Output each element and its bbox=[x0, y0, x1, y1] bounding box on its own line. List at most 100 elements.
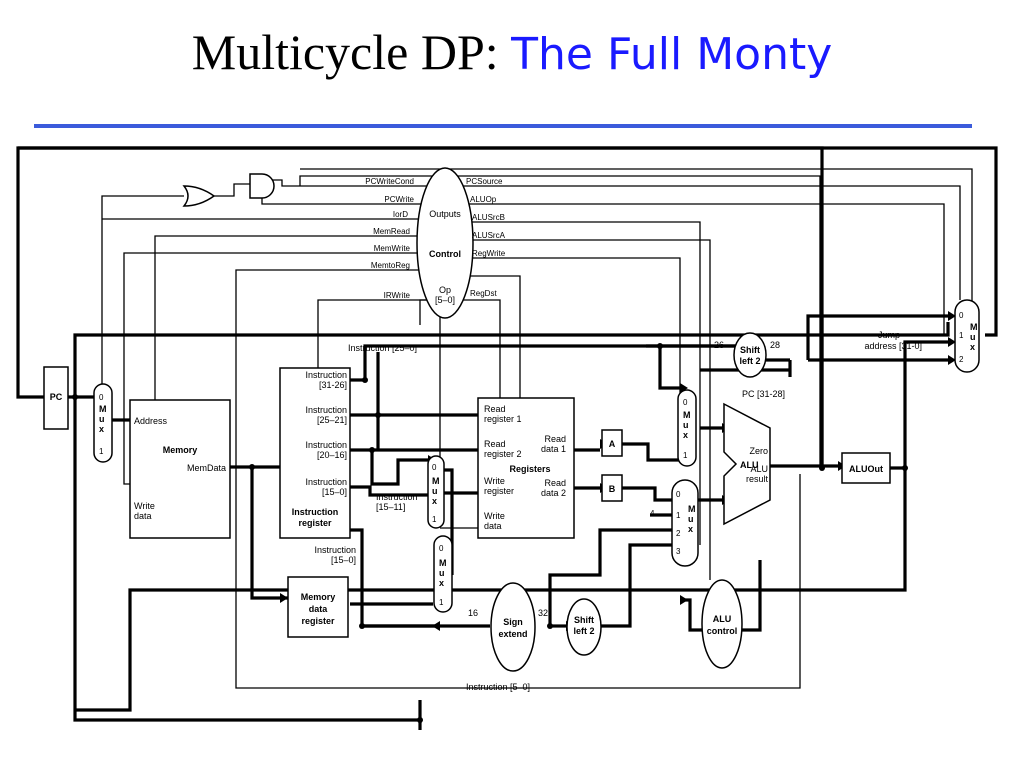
mux-pcsource bbox=[954, 299, 980, 373]
memory-unit bbox=[129, 399, 231, 539]
alu bbox=[723, 402, 771, 526]
label-jump-l2: address [31-0] bbox=[864, 341, 922, 351]
alu-label: ALU bbox=[740, 460, 759, 470]
control-op-bits: [5–0] bbox=[435, 295, 455, 305]
memory-write-label: Write bbox=[134, 501, 155, 511]
register-b-label: B bbox=[609, 484, 616, 494]
mux-memtoreg bbox=[433, 535, 453, 613]
ir-field-15-0-l2: [15–0] bbox=[322, 487, 347, 497]
mux-pcsource-in1: 1 bbox=[959, 331, 964, 340]
mux-pcsource-u: u bbox=[970, 332, 976, 342]
alu-control-l2: control bbox=[707, 626, 738, 636]
mux-alusrcb bbox=[671, 479, 699, 567]
mux-alusrcb-in3: 3 bbox=[676, 547, 681, 556]
signal-pcwrite: PCWrite bbox=[384, 195, 414, 204]
mux-regdst-x: x bbox=[432, 496, 437, 506]
aluout-register bbox=[841, 452, 891, 484]
mux-alusrcb-in1: 1 bbox=[676, 511, 681, 520]
mux-alusrcb-x: x bbox=[688, 524, 693, 534]
control-outputs-label: Outputs bbox=[429, 209, 461, 219]
mux-memtoreg-u: u bbox=[439, 568, 445, 578]
register-a bbox=[601, 429, 623, 457]
control-unit bbox=[416, 167, 474, 319]
reg-rd2-l1: Read bbox=[544, 478, 566, 488]
sign-extend-l1: Sign bbox=[503, 617, 523, 627]
memory-address-label: Address bbox=[134, 416, 168, 426]
registers-title: Registers bbox=[509, 464, 550, 474]
signal-pcsource: PCSource bbox=[466, 177, 503, 186]
mux-alusrca-x: x bbox=[683, 430, 688, 440]
label-bits-28: 28 bbox=[770, 340, 780, 350]
shift-imm-l1: Shift bbox=[574, 615, 594, 625]
mux-memtoreg-x: x bbox=[439, 578, 444, 588]
mux-regdst-in1: 1 bbox=[432, 515, 437, 524]
shift-imm-l2: left 2 bbox=[573, 626, 594, 636]
title-divider bbox=[34, 124, 972, 128]
junction-dots bbox=[72, 343, 908, 723]
signal-iord: IorD bbox=[393, 210, 408, 219]
reg-rd2-l2: data 2 bbox=[541, 488, 566, 498]
alu-result-l2: result bbox=[746, 474, 769, 484]
label-pc-31-28: PC [31-28] bbox=[742, 389, 785, 399]
mux-alusrca-in0: 0 bbox=[683, 398, 688, 407]
title-main: Multicycle DP: bbox=[191, 24, 499, 80]
signal-memtoreg: MemtoReg bbox=[371, 261, 410, 270]
label-instr-15-11-l1: Instruction bbox=[376, 492, 418, 502]
signal-regwrite: RegWrite bbox=[472, 249, 506, 258]
label-instr-15-11-l2: [15–11] bbox=[376, 502, 405, 512]
mux-pcsource-in2: 2 bbox=[959, 355, 964, 364]
mux-alusrca-in1: 1 bbox=[683, 451, 688, 460]
ir-field-31-26-l1: Instruction bbox=[305, 370, 347, 380]
signal-alusrcb: ALUSrcB bbox=[472, 213, 505, 222]
ir-title-2: register bbox=[298, 518, 332, 528]
reg-wr-l1: Write bbox=[484, 476, 505, 486]
label-bits-4: 4 bbox=[650, 509, 655, 518]
ir-title-1: Instruction bbox=[292, 507, 339, 517]
mux-alusrcb-in0: 0 bbox=[676, 490, 681, 499]
mux-regdst-in0: 0 bbox=[432, 463, 437, 472]
alu-result-l1: ALU bbox=[750, 464, 768, 474]
title-accent: The Full Monty bbox=[511, 29, 833, 80]
reg-rr2-l1: Read bbox=[484, 439, 506, 449]
and-gate bbox=[249, 173, 275, 199]
memory-data-label: data bbox=[134, 511, 152, 521]
or-gate bbox=[182, 185, 216, 207]
label-bits-26: 26 bbox=[714, 340, 724, 350]
mux-alusrca bbox=[677, 389, 697, 467]
mux-alusrcb-in2: 2 bbox=[676, 529, 681, 538]
register-a-label: A bbox=[609, 439, 616, 449]
pc-register bbox=[43, 366, 69, 430]
mux-pcsource-m: M bbox=[970, 322, 978, 332]
signal-aluop: ALUOp bbox=[470, 195, 497, 204]
mux-pcsource-x: x bbox=[970, 342, 975, 352]
mux-iord-in1: 1 bbox=[99, 447, 104, 456]
label-instr-5-0: Instruction [5–0] bbox=[466, 682, 530, 692]
memory-memdata-label: MemData bbox=[187, 463, 226, 473]
register-b bbox=[601, 474, 623, 502]
label-bits-16: 16 bbox=[468, 608, 478, 618]
sign-extend bbox=[490, 582, 536, 672]
reg-wd-l1: Write bbox=[484, 511, 505, 521]
aluout-label: ALUOut bbox=[849, 464, 883, 474]
label-jump-l1: Jump bbox=[878, 330, 900, 340]
mux-memtoreg-in0: 0 bbox=[439, 544, 444, 553]
mux-alusrcb-m: M bbox=[688, 504, 696, 514]
signal-alusrca: ALUSrcA bbox=[472, 231, 506, 240]
mux-alusrca-m: M bbox=[683, 410, 691, 420]
register-file bbox=[477, 397, 575, 539]
signal-memread: MemRead bbox=[373, 227, 410, 236]
ir-field-25-21-l2: [25–21] bbox=[317, 415, 347, 425]
shift-left-2-imm bbox=[566, 598, 602, 656]
ir-field-15-0-l1: Instruction bbox=[305, 477, 347, 487]
label-bits-32: 32 bbox=[538, 608, 548, 618]
label-instr-15-0-l1: Instruction bbox=[314, 545, 356, 555]
alu-control-l1: ALU bbox=[713, 614, 732, 624]
mdr-l1: Memory bbox=[301, 592, 336, 602]
mux-memtoreg-in1: 1 bbox=[439, 598, 444, 607]
reg-rr1-l1: Read bbox=[484, 404, 506, 414]
reg-wd-l2: data bbox=[484, 521, 502, 531]
alu-control bbox=[701, 579, 743, 669]
signal-memwrite: MemWrite bbox=[374, 244, 411, 253]
alu-zero-label: Zero bbox=[749, 446, 768, 456]
